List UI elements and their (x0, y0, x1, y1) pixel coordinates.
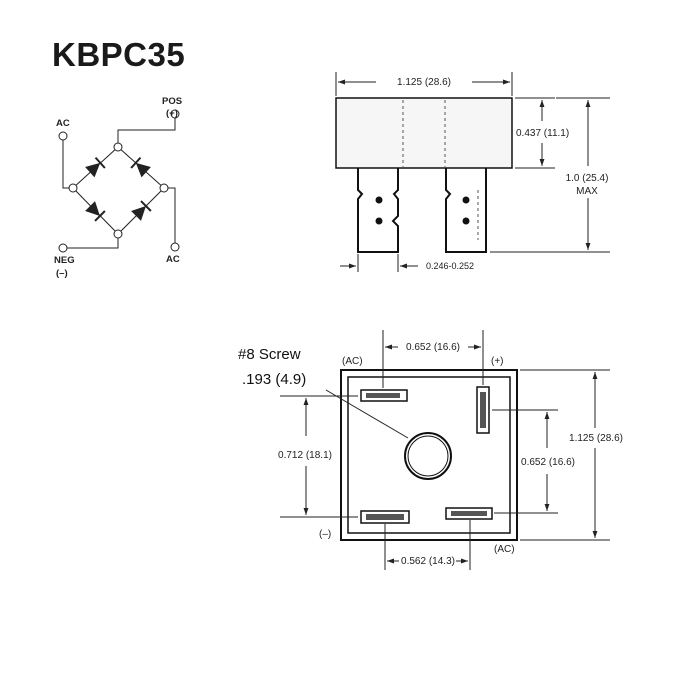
top-width-dim: 1.125 (28.6) (569, 433, 623, 444)
terminal-slot-neg (360, 510, 410, 524)
pin-label-neg: (–) (319, 529, 331, 540)
left-spacing-dim: 0.712 (18.1) (278, 450, 332, 461)
terminal-slot-pos (476, 386, 490, 434)
terminal-dots (58, 109, 180, 253)
label-ac-bottom: AC (166, 254, 180, 265)
terminal-ac-top (58, 131, 68, 141)
right-spacing-dim: 0.652 (16.6) (521, 457, 575, 468)
terminal-slot-ac-bottom (445, 507, 493, 520)
bridge-rectifier-schematic: AC POS (+) NEG (–) AC (54, 96, 182, 279)
junction-left (68, 183, 78, 193)
label-ac-top: AC (56, 118, 70, 129)
junction-bottom (113, 229, 123, 239)
pin-label-ac-bottom: (AC) (494, 544, 515, 555)
label-neg: NEG (54, 255, 75, 266)
side-width-dim: 1.125 (28.6) (397, 77, 451, 88)
schematic-wires (62, 118, 176, 249)
bottom-spacing-dim: 0.562 (14.3) (401, 556, 455, 567)
screw-hole-dim: .193 (4.9) (242, 371, 306, 388)
label-pos: POS (162, 96, 182, 107)
top-spacing-dim: 0.652 (16.6) (406, 342, 460, 353)
screw-leader-line (325, 389, 409, 439)
total-height-note: MAX (576, 186, 598, 197)
pin-label-ac-top: (AC) (342, 356, 363, 367)
total-height-dim: 1.0 (25.4) (566, 173, 609, 184)
diode-d1 (85, 156, 106, 178)
body-height-dim: 0.437 (11.1) (516, 128, 569, 139)
terminal-slot-ac-top (360, 389, 408, 402)
diode-d2 (130, 156, 151, 178)
package-body (335, 97, 513, 169)
junction-top (113, 142, 123, 152)
junction-dots (68, 142, 169, 239)
pin-label-pos: (+) (491, 356, 504, 367)
label-neg-sign: (–) (56, 268, 68, 279)
top-view: #8 Screw .193 (4.9) (AC) (+) (–) (AC) 0.… (238, 330, 623, 570)
label-pos-sign: (+) (166, 108, 178, 119)
diode-symbols (85, 156, 152, 222)
terminal-width-dim: 0.246-0.252 (426, 261, 474, 271)
side-view: 1.125 (28.6) 0.437 (11.1) 1.0 (25.4) MAX… (335, 72, 610, 272)
screw-label: #8 Screw (238, 346, 301, 363)
terminal-ac-bottom (170, 242, 180, 252)
mounting-hole (404, 432, 452, 480)
terminal-right (445, 168, 487, 253)
terminal-neg (58, 243, 68, 253)
terminal-pos (170, 109, 180, 119)
terminal-left (357, 168, 399, 253)
junction-right (159, 183, 169, 193)
part-number-title: KBPC35 (52, 36, 186, 73)
